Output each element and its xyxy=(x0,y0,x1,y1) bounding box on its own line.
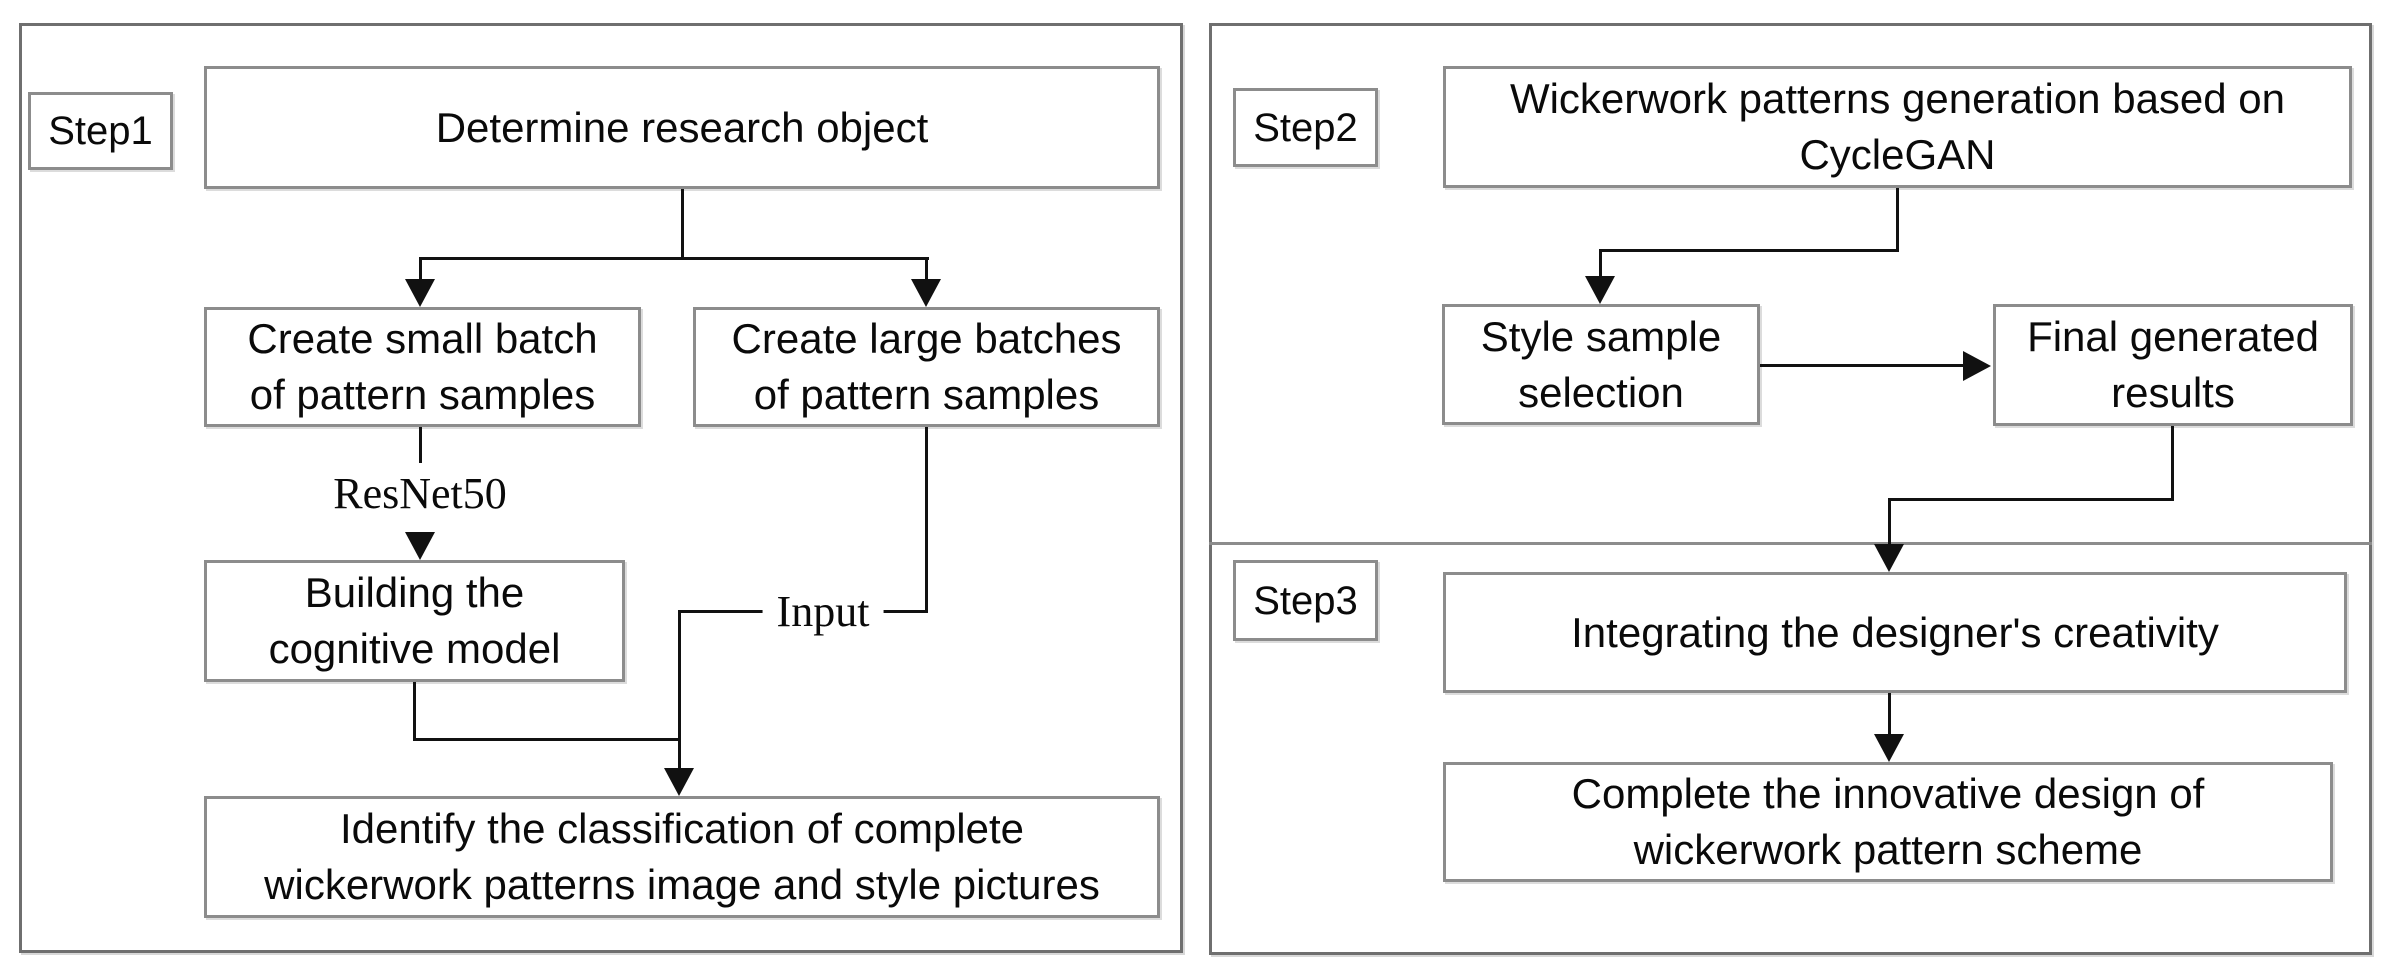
arrowhead-down xyxy=(1585,276,1615,304)
connector-line xyxy=(1599,249,1602,279)
connector-line xyxy=(1896,188,1899,252)
step2-label-box: Step2 xyxy=(1233,88,1378,167)
connector-line xyxy=(419,427,422,463)
connector-line xyxy=(413,682,416,741)
node-create-large-batches: Create large batches of pattern samples xyxy=(693,307,1160,427)
resnet50-wire-label: ResNet50 xyxy=(319,469,521,519)
step1-label: Step1 xyxy=(48,109,153,153)
connector-line xyxy=(1599,249,1899,252)
step3-label: Step3 xyxy=(1253,578,1358,623)
step3-label-box: Step3 xyxy=(1233,560,1378,641)
connector-line xyxy=(925,427,928,613)
node-determine-research-object: Determine research object xyxy=(204,66,1160,189)
connector-line xyxy=(419,257,929,260)
node-style-sample-selection: Style sample selection xyxy=(1442,304,1760,425)
arrowhead-down xyxy=(405,279,435,307)
arrowhead-down xyxy=(1874,544,1904,572)
connector-line xyxy=(413,738,681,741)
connector-line xyxy=(925,257,928,283)
arrowhead-down xyxy=(664,768,694,796)
step1-label-box: Step1 xyxy=(28,92,173,170)
connector-line xyxy=(419,257,422,283)
connector-line xyxy=(678,610,681,768)
connector-line xyxy=(1888,498,1891,548)
node-building-cognitive-model: Building the cognitive model xyxy=(204,560,625,682)
node-complete-innovative-design: Complete the innovative design of wicker… xyxy=(1443,762,2333,882)
node-identify-classification: Identify the classification of complete … xyxy=(204,796,1160,918)
step2-label: Step2 xyxy=(1253,105,1358,150)
connector-line xyxy=(2171,426,2174,501)
node-create-small-batch: Create small batch of pattern samples xyxy=(204,307,641,427)
node-wickerwork-generation: Wickerwork patterns generation based on … xyxy=(1443,66,2352,188)
connector-line xyxy=(1760,364,1966,367)
node-final-generated-results: Final generated results xyxy=(1993,304,2353,426)
section-divider xyxy=(1209,542,2372,545)
input-wire-label: Input xyxy=(762,587,884,637)
arrowhead-down xyxy=(405,532,435,560)
arrowhead-down xyxy=(1874,734,1904,762)
arrowhead-down xyxy=(911,279,941,307)
connector-line xyxy=(1888,498,2174,501)
arrowhead-right xyxy=(1963,351,1991,381)
connector-line xyxy=(681,189,684,260)
connector-line xyxy=(1888,693,1891,738)
node-integrating-creativity: Integrating the designer's creativity xyxy=(1443,572,2347,693)
